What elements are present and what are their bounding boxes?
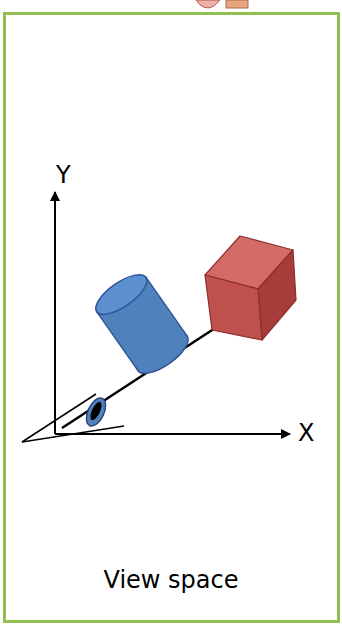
axis-label: Y bbox=[56, 162, 71, 188]
red-cube bbox=[205, 236, 296, 340]
axis-label: X bbox=[298, 420, 314, 446]
blue-cylinder bbox=[90, 267, 194, 380]
panel-caption: View space bbox=[104, 567, 239, 593]
y-axis bbox=[54, 192, 56, 434]
panel-border bbox=[5, 14, 339, 622]
x-axis bbox=[55, 433, 290, 435]
cropped-figure bbox=[196, 0, 248, 8]
camera-eye bbox=[22, 394, 124, 442]
